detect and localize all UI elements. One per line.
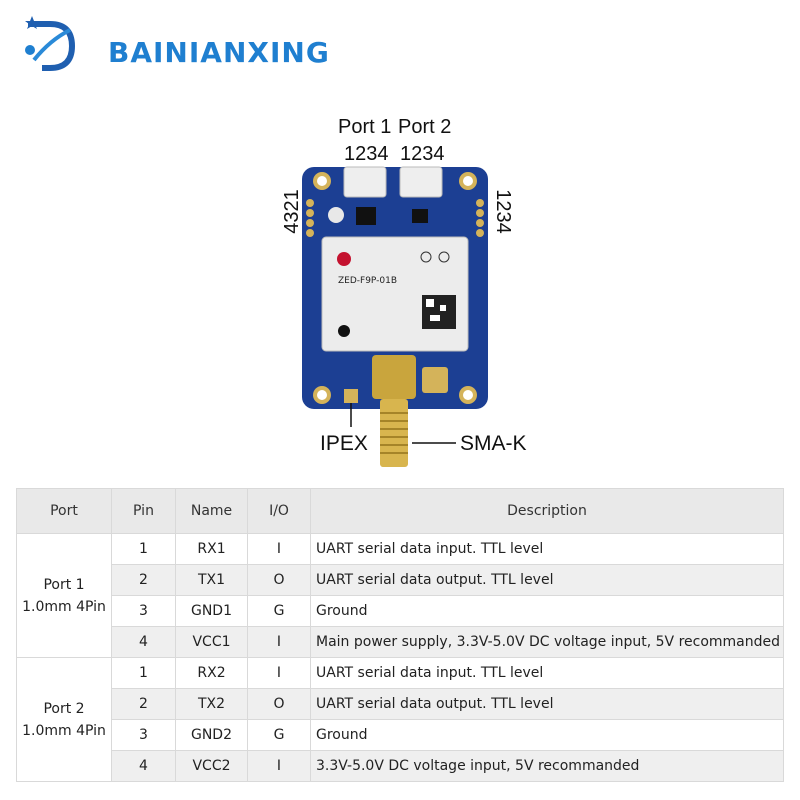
sma-base [372,355,416,399]
description-cell: UART serial data input. TTL level [310,533,784,565]
compliance-mark-icon [420,251,432,263]
ipex-connector [344,389,358,403]
bainianxing-logo-icon [25,16,76,71]
port2-spec-cell: 1.0mm 4Pin [22,722,106,739]
name-cell: GND2 [175,719,248,751]
name-cell: RX1 [175,533,248,565]
name-cell: TX2 [175,688,248,720]
port1-spec-cell: 1.0mm 4Pin [22,598,106,615]
io-cell: O [247,564,311,596]
port1-title: Port 1 [338,116,392,138]
name-cell: RX2 [175,657,248,689]
led-icon [328,207,344,223]
pin-cell: 3 [111,719,176,751]
port2-cell: Port 2 1.0mm 4Pin [16,657,112,782]
e4-mark-icon [438,251,450,263]
description-cell: UART serial data input. TTL level [310,657,784,689]
io-cell: G [247,595,311,627]
description-cell: Ground [310,595,784,627]
ic-chip [412,209,428,223]
table-row: 2 TX1 O UART serial data output. TTL lev… [17,564,784,596]
header-io: I/O [247,488,311,534]
ipex-label: IPEX [320,432,368,455]
table-row: Port 1 1.0mm 4Pin 1 RX1 I UART serial da… [16,533,784,658]
io-cell: I [247,750,311,782]
name-cell: TX1 [175,564,248,596]
sma-label: SMA-K [460,432,527,455]
io-cell: G [247,719,311,751]
table-row: 4 VCC1 I Main power supply, 3.3V-5.0V DC… [17,626,784,658]
right-header-pin-numbers: 1234 [491,189,514,234]
pin-cell: 1 [111,533,176,565]
pin1-marker-icon [338,325,350,337]
pin-cell: 2 [111,564,176,596]
header-port: Port [16,488,112,534]
name-cell: VCC2 [175,750,248,782]
ublox-logo-icon [337,252,351,266]
brand-name: BAINIANXING [108,36,330,69]
port1-cell: Port 1 1.0mm 4Pin [16,533,112,658]
description-cell: UART serial data output. TTL level [310,564,784,596]
module-label: ZED-F9P-01B [338,276,397,286]
header-pin: Pin [111,488,176,534]
header-description: Description [310,488,784,534]
description-cell: 3.3V-5.0V DC voltage input, 5V recommand… [310,750,784,782]
name-cell: GND1 [175,595,248,627]
right-pin-header [476,199,484,237]
ic-chip [356,207,376,225]
port2-title: Port 2 [398,116,452,138]
pin-cell: 4 [111,750,176,782]
port1-title-cell: Port 1 [43,576,85,593]
table-row: 3 GND1 G Ground [17,595,784,627]
io-cell: I [247,657,311,689]
description-cell: UART serial data output. TTL level [310,688,784,720]
table-row: 2 TX2 O UART serial data output. TTL lev… [17,688,784,720]
sma-k-connector [380,399,408,467]
antenna-pads [422,367,448,393]
pin-description-table: Port Pin Name I/O Description Port 1 1.0… [16,488,784,782]
description-cell: Ground [310,719,784,751]
table-row: 4 VCC2 I 3.3V-5.0V DC voltage input, 5V … [17,750,784,782]
pin-cell: 2 [111,688,176,720]
pin-cell: 1 [111,657,176,689]
pin-cell: 4 [111,626,176,658]
port1-connector [343,166,387,198]
port2-pin-numbers: 1234 [400,143,445,165]
left-pin-header [306,199,314,237]
gps-board-image: ZED-F9P-01B [302,166,488,467]
io-cell: O [247,688,311,720]
port2-connector [399,166,443,198]
port1-pin-numbers: 1234 [344,143,389,165]
description-cell: Main power supply, 3.3V-5.0V DC voltage … [310,626,784,658]
table-row: Port 2 1.0mm 4Pin 1 RX2 I UART serial da… [16,657,784,782]
pin-cell: 3 [111,595,176,627]
brand-logo: BAINIANXING [20,10,360,80]
io-cell: I [247,533,311,565]
table-header-row: Port Pin Name I/O Description [16,488,784,534]
io-cell: I [247,626,311,658]
header-name: Name [175,488,248,534]
name-cell: VCC1 [175,626,248,658]
port2-title-cell: Port 2 [43,700,85,717]
table-row: 3 GND2 G Ground [17,719,784,751]
